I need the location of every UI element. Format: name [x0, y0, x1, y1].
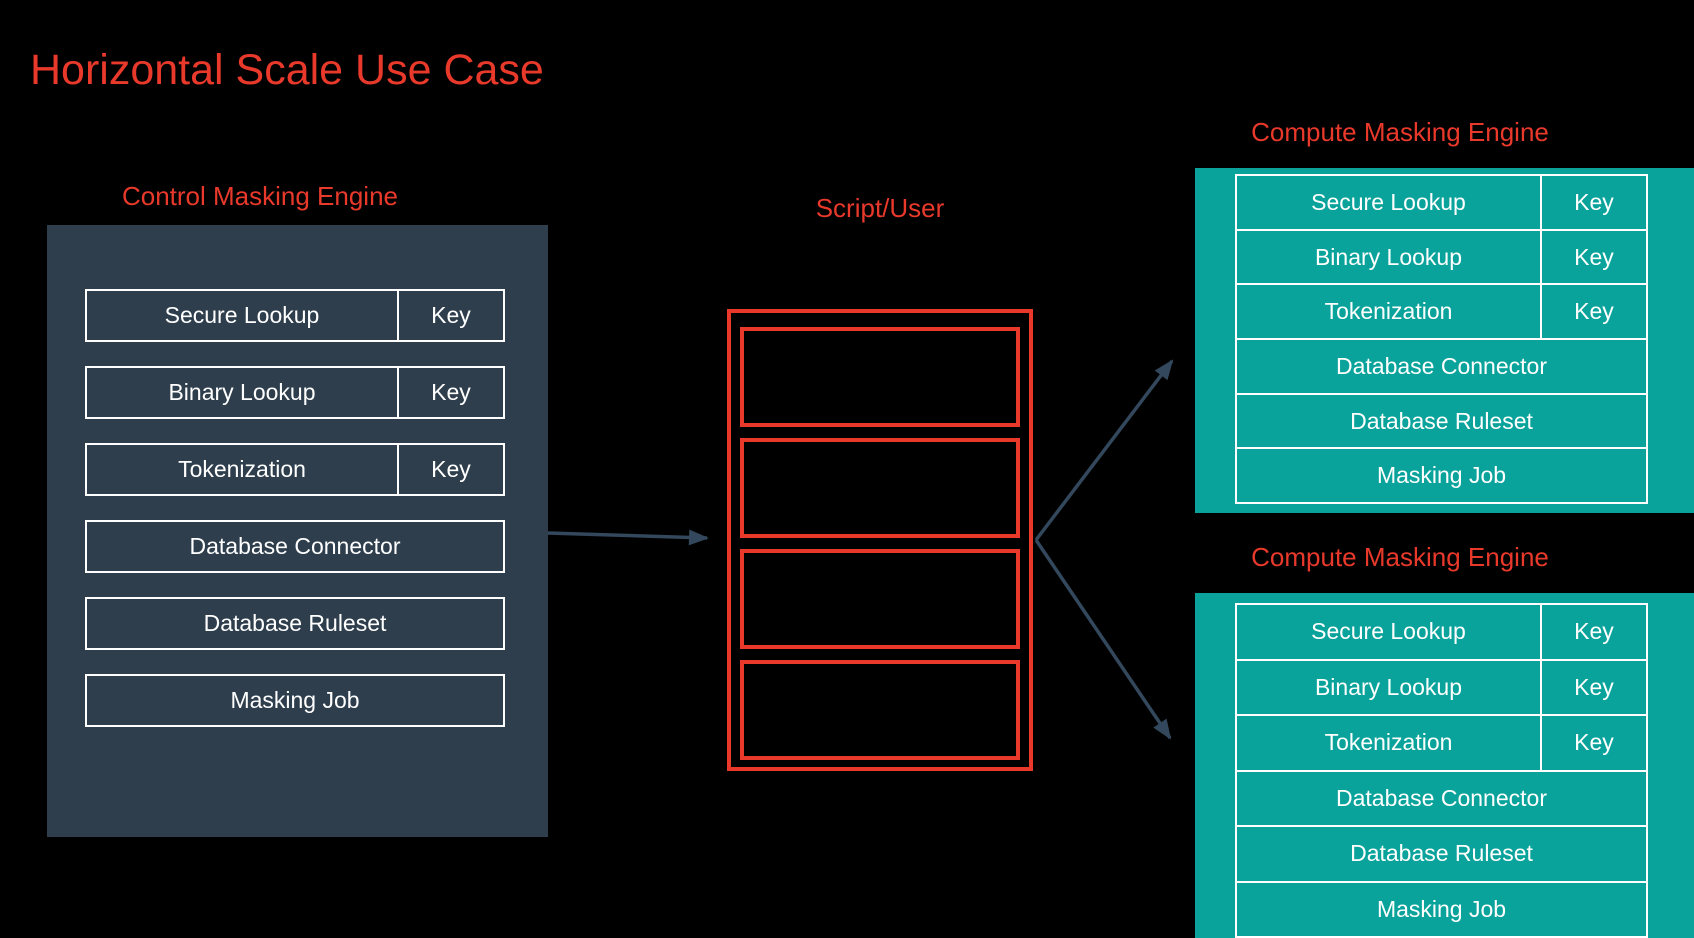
module-row-tokenization: Tokenization Key	[1237, 714, 1646, 770]
module-row-database-ruleset: Database Ruleset	[1237, 392, 1646, 448]
key-cell: Key	[397, 368, 503, 417]
module-name: Database Connector	[189, 533, 401, 559]
compute-masking-engine-2-box: Secure Lookup Key Binary Lookup Key Toke…	[1195, 593, 1694, 938]
arrow-script-to-compute-1	[1034, 359, 1174, 542]
module-row-masking-job: Masking Job	[1237, 880, 1646, 937]
module-row-binary-lookup: Binary Lookup Key	[85, 366, 505, 419]
module-name: Masking Job	[1376, 462, 1507, 489]
arrow-control-to-script	[547, 529, 709, 546]
script-slot	[740, 660, 1020, 760]
key-cell: Key	[397, 291, 503, 340]
module-row-binary-lookup: Binary Lookup Key	[1237, 658, 1646, 714]
key-cell: Key	[1540, 716, 1646, 770]
module-name: Database Ruleset	[203, 610, 387, 636]
key-cell: Key	[1540, 605, 1646, 659]
module-row-binary-lookup: Binary Lookup Key	[1237, 228, 1646, 284]
module-row-tokenization: Tokenization Key	[1237, 283, 1646, 339]
script-user-label: Script/User	[815, 193, 945, 223]
script-slot	[740, 549, 1020, 649]
module-row-masking-job: Masking Job	[85, 674, 505, 727]
module-name: Database Connector	[1336, 352, 1547, 379]
module-name: Binary Lookup	[168, 379, 316, 405]
compute-engine-2-label: Compute Masking Engine	[1251, 542, 1549, 572]
script-slot	[740, 438, 1020, 538]
module-name: Secure Lookup	[1311, 618, 1466, 645]
module-name: Database Ruleset	[1350, 407, 1533, 434]
module-row-database-ruleset: Database Ruleset	[85, 597, 505, 650]
module-name: Binary Lookup	[1314, 673, 1463, 700]
module-name: Secure Lookup	[164, 302, 320, 328]
page-title: Horizontal Scale Use Case	[30, 46, 544, 94]
key-cell: Key	[397, 445, 503, 494]
module-row-secure-lookup: Secure Lookup Key	[1237, 605, 1646, 659]
module-name: Masking Job	[230, 687, 360, 713]
module-row-secure-lookup: Secure Lookup Key	[1237, 176, 1646, 229]
key-cell: Key	[1540, 285, 1646, 339]
control-engine-label: Control Masking Engine	[121, 181, 399, 211]
module-name: Tokenization	[1324, 298, 1453, 325]
module-row-secure-lookup: Secure Lookup Key	[85, 289, 505, 342]
module-name: Database Connector	[1336, 784, 1547, 811]
module-name: Database Ruleset	[1350, 840, 1533, 867]
arrow-script-to-compute-2	[1034, 539, 1172, 740]
module-name: Tokenization	[1324, 729, 1453, 756]
compute-masking-engine-1-box: Secure Lookup Key Binary Lookup Key Toke…	[1195, 168, 1694, 513]
script-slot	[740, 327, 1020, 427]
key-cell: Key	[1540, 230, 1646, 284]
compute-engine-1-label: Compute Masking Engine	[1251, 117, 1549, 147]
module-name: Binary Lookup	[1314, 243, 1463, 270]
module-row-tokenization: Tokenization Key	[85, 443, 505, 496]
compute-engine-1-rows: Secure Lookup Key Binary Lookup Key Toke…	[1235, 174, 1648, 504]
control-engine-rows: Secure Lookup Key Binary Lookup Key Toke…	[85, 289, 505, 751]
control-masking-engine-box: Secure Lookup Key Binary Lookup Key Toke…	[47, 225, 548, 837]
module-row-database-ruleset: Database Ruleset	[1237, 825, 1646, 881]
module-row-database-connector: Database Connector	[85, 520, 505, 573]
module-row-database-connector: Database Connector	[1237, 338, 1646, 393]
key-cell: Key	[1540, 176, 1646, 229]
module-row-masking-job: Masking Job	[1237, 447, 1646, 502]
key-cell: Key	[1540, 660, 1646, 714]
compute-engine-2-rows: Secure Lookup Key Binary Lookup Key Toke…	[1235, 603, 1648, 938]
module-name: Masking Job	[1376, 895, 1507, 922]
module-name: Secure Lookup	[1311, 188, 1466, 215]
script-user-box	[727, 309, 1033, 771]
module-row-database-connector: Database Connector	[1237, 769, 1646, 826]
module-name: Tokenization	[178, 456, 306, 482]
